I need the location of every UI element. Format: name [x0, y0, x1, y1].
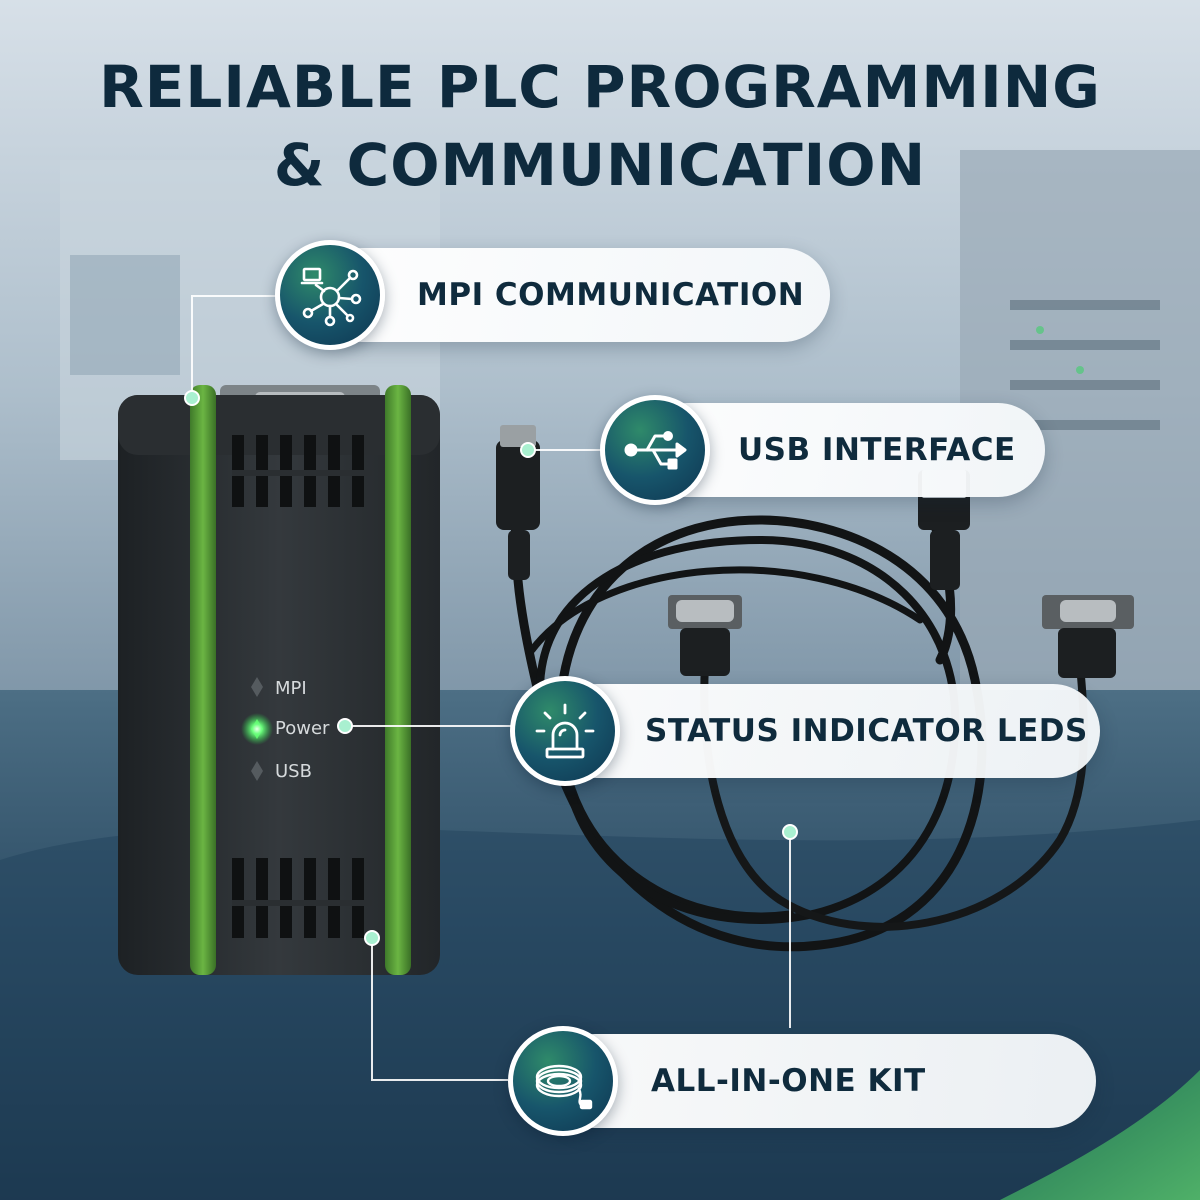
led-indicators	[241, 677, 273, 781]
top-vents	[232, 435, 372, 507]
feature-pill	[315, 248, 830, 342]
db9-cable	[700, 661, 1088, 931]
background-panel-screen	[70, 255, 180, 375]
db9-connector-left	[668, 595, 742, 676]
corner-accent	[1000, 1070, 1200, 1200]
led-label-mpi: MPI	[275, 678, 307, 699]
feature-pill	[550, 684, 1100, 778]
network-laptop-icon	[275, 240, 385, 350]
feature-label: USB INTERFACE	[738, 432, 1016, 468]
headline: RELIABLE PLC PROGRAMMING & COMMUNICATION	[0, 48, 1200, 204]
feature-pill	[548, 1034, 1096, 1128]
coiled-cable-icon	[508, 1026, 618, 1136]
alarm-beacon-icon	[510, 676, 620, 786]
feature-usb-interface: USB INTERFACE	[600, 395, 1045, 505]
feature-all-in-one-kit: ALL-IN-ONE KIT	[508, 1026, 1096, 1136]
bottom-vents	[232, 858, 372, 938]
usb-icon	[600, 395, 710, 505]
callout-leader-lines	[191, 295, 791, 1081]
usb-b-connector	[496, 425, 540, 580]
background-cabinet-lights	[1010, 300, 1160, 430]
led-label-power: Power	[275, 718, 330, 739]
callout-dots	[184, 390, 798, 946]
db9-connector-right	[1042, 595, 1134, 678]
feature-mpi-communication: MPI COMMUNICATION	[275, 240, 830, 350]
adapter-device: MPI Power USB	[118, 385, 440, 975]
feature-label: STATUS INDICATOR LEDS	[645, 713, 1088, 749]
led-label-usb: USB	[275, 761, 312, 782]
headline-line-1: RELIABLE PLC PROGRAMMING	[99, 53, 1101, 121]
feature-status-indicator-leds: STATUS INDICATOR LEDS	[510, 676, 1100, 786]
feature-label: MPI COMMUNICATION	[417, 277, 805, 313]
feature-label: ALL-IN-ONE KIT	[651, 1063, 926, 1099]
headline-line-2: & COMMUNICATION	[273, 131, 927, 199]
